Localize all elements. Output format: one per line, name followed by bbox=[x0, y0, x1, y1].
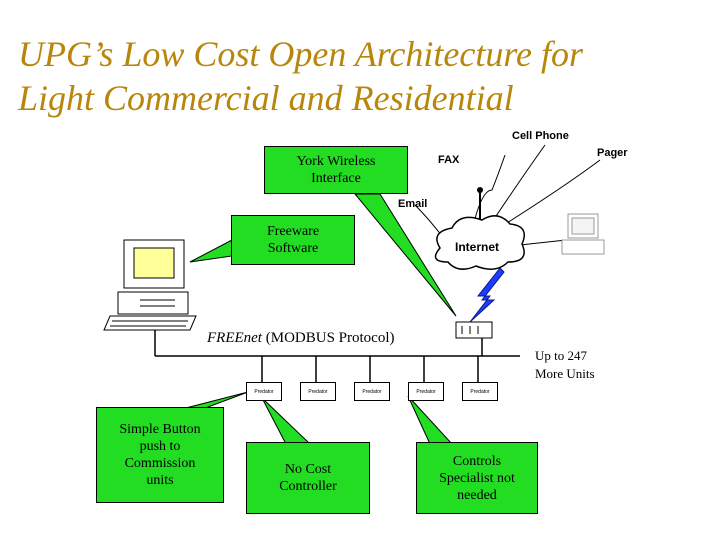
antenna-tip bbox=[477, 187, 483, 193]
keyboard bbox=[103, 315, 197, 331]
controller-box: Predator bbox=[246, 382, 282, 401]
controller-box: Predator bbox=[354, 382, 390, 401]
callout-pointers bbox=[177, 193, 457, 445]
monitor-screen bbox=[133, 247, 175, 279]
controller-box: Predator bbox=[408, 382, 444, 401]
freenet-bus bbox=[154, 330, 520, 382]
link-fax bbox=[469, 154, 506, 241]
no-cost-pointer bbox=[261, 397, 312, 445]
controls-specialist-callout: Controls Specialist not needed bbox=[416, 442, 538, 514]
gateway-box bbox=[455, 321, 493, 339]
freenet-protocol: (MODBUS Protocol) bbox=[261, 330, 395, 346]
fax-label: FAX bbox=[438, 154, 460, 166]
controller-box: Predator bbox=[462, 382, 498, 401]
controller-box: Predator bbox=[300, 382, 336, 401]
simple-button-callout: Simple Button push to Commission units bbox=[96, 407, 224, 503]
more-units-label: Up to 247 More Units bbox=[535, 348, 595, 381]
remote-screen bbox=[571, 217, 595, 235]
remote-computer-icon bbox=[561, 213, 605, 255]
cpu-case bbox=[117, 291, 189, 315]
internet-cloud bbox=[434, 215, 525, 270]
gateway-device-icon bbox=[455, 321, 493, 339]
page-title: UPG’s Low Cost Open Architecture for Lig… bbox=[18, 32, 708, 120]
controls-pointer bbox=[407, 395, 454, 445]
lightning-icon bbox=[469, 267, 505, 323]
freenet-label: FREEnet (MODBUS Protocol) bbox=[207, 330, 395, 347]
cell-phone-label: Cell Phone bbox=[512, 130, 569, 142]
cloud-shape bbox=[434, 215, 525, 270]
title-line-2: Light Commercial and Residential bbox=[18, 78, 514, 118]
freeware-pointer bbox=[189, 239, 233, 263]
no-cost-callout: No Cost Controller bbox=[246, 442, 370, 514]
freenet-name: FREEnet bbox=[207, 330, 262, 346]
pager-label: Pager bbox=[597, 147, 628, 159]
york-pointer bbox=[353, 193, 457, 317]
link-remote-pc bbox=[519, 239, 567, 246]
freeware-callout: Freeware Software bbox=[231, 215, 355, 265]
title-line-1: UPG’s Low Cost Open Architecture for bbox=[18, 34, 583, 74]
remote-base bbox=[561, 239, 605, 255]
desktop-computer-icon bbox=[103, 239, 197, 331]
internet-label: Internet bbox=[455, 240, 500, 254]
york-wireless-callout: York Wireless Interface bbox=[264, 146, 408, 194]
email-label: Email bbox=[398, 198, 428, 210]
